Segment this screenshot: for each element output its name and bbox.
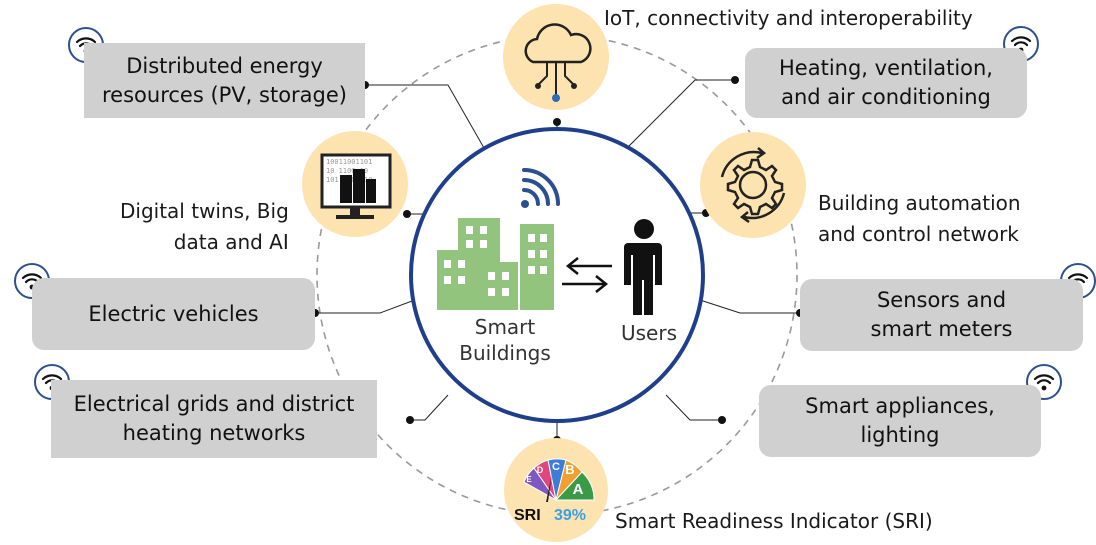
ev-box: Electric vehicles [32, 278, 315, 350]
grids-line2: heating networks [122, 421, 306, 445]
sri-class-c: C [552, 461, 560, 473]
digital-twins-line2: data and AI [173, 230, 289, 254]
sri-bubble: E D C B A SRI 39% [504, 438, 608, 542]
computer-data-icon: 10011001101 10 1100 10 101 110 010 [320, 153, 392, 219]
sri-class-e: E [526, 475, 532, 484]
gear-cycle-icon [720, 147, 786, 224]
outer-dashed-ring [316, 34, 798, 516]
automation-line2: and control network [818, 222, 1019, 246]
sri-badge-percent: 39% [554, 507, 586, 524]
sensors-line1: Sensors and [876, 288, 1007, 312]
sri-badge-label: SRI [514, 507, 541, 524]
digital-twins-bubble: 10011001101 10 1100 10 101 110 010 [302, 131, 408, 237]
ev-label: Electric vehicles [88, 301, 259, 326]
smart-buildings-line2: Buildings [459, 341, 551, 365]
signal-icon [522, 168, 560, 206]
sensors-box: Sensors and smart meters [800, 279, 1083, 351]
svg-text:10 1100 10: 10 1100 10 [326, 167, 368, 175]
connector-lines [315, 79, 800, 440]
svg-text:10011001101: 10011001101 [326, 158, 372, 166]
hvac-label-line1: Heating, ventilation, [779, 56, 993, 80]
grids-box: Electrical grids and district heating ne… [51, 380, 377, 458]
appliances-label: Smart appliances, lighting [805, 394, 995, 447]
grids-line1: Electrical grids and district [73, 392, 355, 416]
automation-bubble [700, 132, 806, 238]
smart-buildings-line1: Smart [474, 315, 536, 339]
person-icon [624, 219, 662, 315]
automation-label: Building automation and control network [818, 188, 1021, 250]
cloud-network-icon [524, 23, 592, 102]
der-label-line1: Distributed energy [126, 53, 323, 78]
der-box: Distributed energy resources (PV, storag… [84, 43, 365, 118]
sri-class-a: A [573, 481, 584, 498]
automation-line1: Building automation [818, 191, 1021, 215]
digital-twins-line1: Digital twins, Big [120, 199, 289, 223]
users-label: Users [620, 321, 677, 345]
smart-buildings-label: Smart Buildings [452, 314, 558, 366]
hvac-box: Heating, ventilation, and air conditioni… [745, 48, 1027, 118]
sri-gauge-icon: E D C B A SRI 39% [514, 458, 595, 524]
sri-class-d: D [537, 465, 544, 475]
center-ring [409, 127, 705, 423]
appliances-box: Smart appliances, lighting [759, 385, 1041, 457]
digital-twins-label: Digital twins, Big data and AI [120, 196, 289, 258]
sri-label: Smart Readiness Indicator (SRI) [615, 509, 933, 533]
der-label-line2: resources (PV, storage) [102, 82, 347, 107]
iot-bubble [503, 4, 609, 110]
sri-needle [546, 474, 552, 502]
sri-class-b: B [565, 462, 574, 477]
exchange-arrows-icon [562, 257, 612, 293]
sensors-line2: smart meters [870, 317, 1013, 341]
hvac-label-line2: and air conditioning [781, 85, 991, 109]
iot-label: IoT, connectivity and interoperability [604, 6, 973, 30]
